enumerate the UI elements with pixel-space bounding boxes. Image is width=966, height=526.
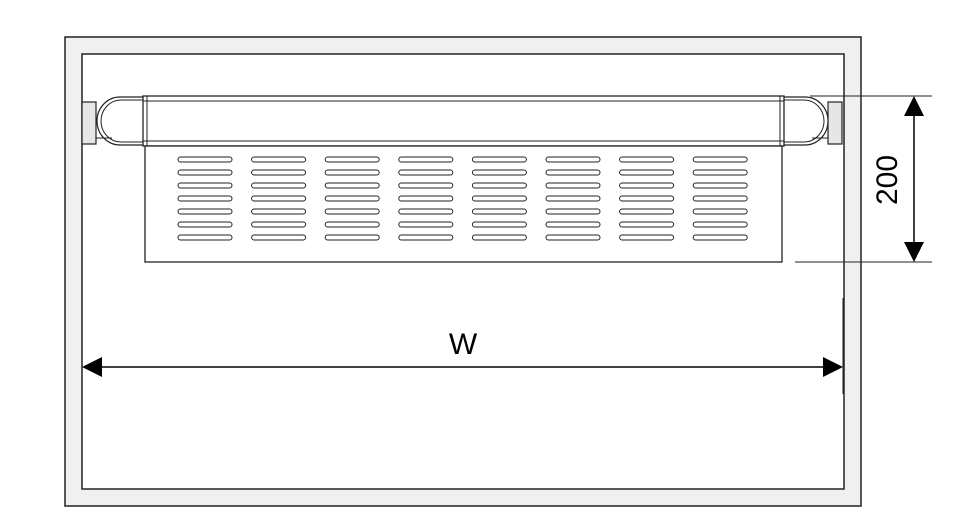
ventilation-slot <box>619 195 675 202</box>
ventilation-slot <box>692 156 748 163</box>
height-label: 200 <box>871 155 904 205</box>
ventilation-slot <box>545 169 601 176</box>
ventilation-slot <box>177 208 233 215</box>
ventilation-slot <box>619 234 675 241</box>
ventilation-slot <box>177 221 233 228</box>
ventilation-slot <box>251 182 307 189</box>
ventilation-slot <box>398 208 454 215</box>
ventilation-slot <box>251 221 307 228</box>
ventilation-slot <box>692 169 748 176</box>
height-dimension: 200 <box>795 95 932 263</box>
ventilation-slots <box>177 156 748 241</box>
ventilation-slot <box>471 182 527 189</box>
ventilation-slot <box>692 208 748 215</box>
ventilation-slot <box>471 156 527 163</box>
left-mounting-bracket <box>81 96 143 146</box>
basket-front-panel <box>144 145 783 263</box>
ventilation-slot <box>471 221 527 228</box>
ventilation-slot <box>471 234 527 241</box>
ventilation-slot <box>251 208 307 215</box>
ventilation-slot <box>692 221 748 228</box>
ventilation-slot <box>251 169 307 176</box>
basket-top-bar <box>142 95 785 147</box>
ventilation-slot <box>177 195 233 202</box>
ventilation-slot <box>398 195 454 202</box>
ventilation-slot <box>324 156 380 163</box>
ventilation-slot <box>324 208 380 215</box>
ventilation-slot <box>398 169 454 176</box>
ventilation-slot <box>324 182 380 189</box>
ventilation-slot <box>545 234 601 241</box>
width-arrow-left <box>82 357 102 377</box>
ventilation-slot <box>545 195 601 202</box>
height-arrow-top <box>904 96 924 116</box>
width-arrow-right <box>823 357 843 377</box>
ventilation-slot <box>619 221 675 228</box>
ventilation-slot <box>251 195 307 202</box>
width-dimension: W <box>81 298 844 394</box>
ventilation-slot <box>692 195 748 202</box>
ventilation-slot <box>619 208 675 215</box>
ventilation-slot <box>545 221 601 228</box>
height-arrow-bottom <box>904 242 924 262</box>
ventilation-slot <box>471 208 527 215</box>
ventilation-slot <box>324 221 380 228</box>
ventilation-slot <box>251 234 307 241</box>
ventilation-slot <box>619 156 675 163</box>
ventilation-slot <box>177 156 233 163</box>
ventilation-slot <box>177 234 233 241</box>
ventilation-slot <box>398 221 454 228</box>
ventilation-slot <box>398 182 454 189</box>
ventilation-slot <box>619 169 675 176</box>
ventilation-slot <box>692 182 748 189</box>
ventilation-slot <box>177 169 233 176</box>
right-mounting-bracket <box>784 96 843 146</box>
ventilation-slot <box>545 182 601 189</box>
ventilation-slot <box>251 156 307 163</box>
width-label: W <box>449 328 478 361</box>
ventilation-slot <box>692 234 748 241</box>
ventilation-slot <box>471 169 527 176</box>
ventilation-slot <box>324 234 380 241</box>
ventilation-slot <box>398 234 454 241</box>
ventilation-slot <box>545 156 601 163</box>
ventilation-slot <box>545 208 601 215</box>
ventilation-slot <box>398 156 454 163</box>
ventilation-slot <box>324 195 380 202</box>
ventilation-slot <box>471 195 527 202</box>
ventilation-slot <box>177 182 233 189</box>
ventilation-slot <box>619 182 675 189</box>
ventilation-slot <box>324 169 380 176</box>
